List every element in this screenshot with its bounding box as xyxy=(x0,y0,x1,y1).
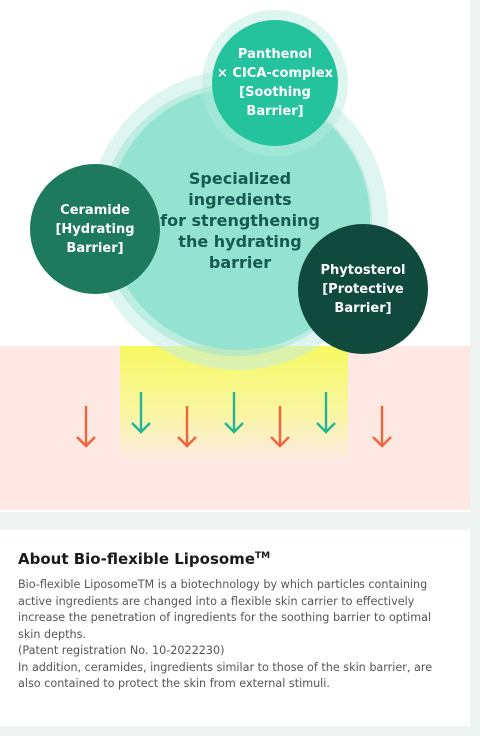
down-arrow-icon xyxy=(316,392,336,434)
about-title-text: About Bio-flexible Liposome xyxy=(18,550,255,568)
bubble-line: [Protective xyxy=(322,281,404,297)
down-arrow-icon xyxy=(131,392,151,434)
down-arrow-icon xyxy=(372,406,392,448)
bubble-line: Barrier] xyxy=(246,104,304,119)
right-margin-strip xyxy=(470,0,480,736)
ingredient-diagram: Specialized ingredients for strengthenin… xyxy=(0,0,470,512)
ceramide-bubble: Ceramide [Hydrating Barrier] xyxy=(30,164,160,294)
center-line: for strengthening xyxy=(160,211,320,230)
down-arrow-icon xyxy=(270,406,290,448)
down-arrow-icon xyxy=(177,406,197,448)
trademark-mark: TM xyxy=(255,551,271,561)
down-arrow-icon xyxy=(224,392,244,434)
bubble-line: Barrier] xyxy=(334,300,392,316)
about-card: About Bio-flexible LiposomeTM Bio-flexib… xyxy=(0,530,470,726)
bubble-line: [Hydrating xyxy=(55,221,135,237)
bubble-line: Panthenol xyxy=(237,47,313,62)
about-title: About Bio-flexible LiposomeTM xyxy=(18,550,452,568)
center-line: barrier xyxy=(208,253,272,272)
about-paragraph: In addition, ceramides, ingredients simi… xyxy=(18,660,433,691)
bubble-line: [Soothing xyxy=(239,85,311,100)
about-paragraph: Bio-flexible LiposomeTM is a biotechnolo… xyxy=(18,578,432,641)
panthenol-cica-bubble: Panthenol × CICA-complex [Soothing Barri… xyxy=(212,20,338,146)
phytosterol-bubble: Phytosterol [Protective Barrier] xyxy=(298,224,428,354)
down-arrow-icon xyxy=(76,406,96,448)
patent-note: (Patent registration No. 10-2022230) xyxy=(18,644,225,657)
center-line: ingredients xyxy=(188,190,292,209)
center-heading: Specialized ingredients for strengthenin… xyxy=(150,168,330,273)
center-line: the hydrating xyxy=(178,232,302,251)
bubble-line: Barrier] xyxy=(66,240,124,256)
bubble-line: Phytosterol xyxy=(320,262,406,278)
bubble-line: × CICA-complex xyxy=(217,66,333,81)
center-line: Specialized xyxy=(188,169,292,188)
about-body: Bio-flexible LiposomeTM is a biotechnolo… xyxy=(18,577,452,693)
bubble-line: Ceramide xyxy=(60,202,130,218)
